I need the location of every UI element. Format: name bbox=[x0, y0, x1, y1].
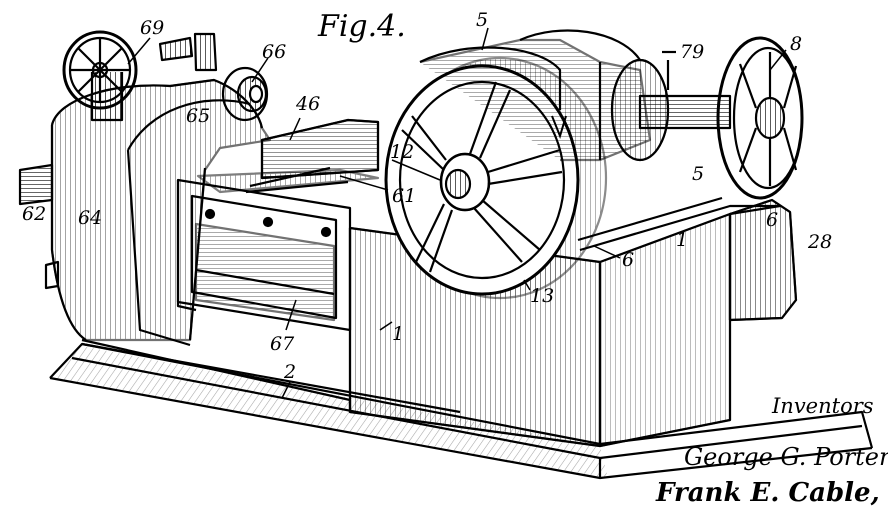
label-1-right: 1 bbox=[676, 229, 688, 251]
bearing-66 bbox=[221, 66, 269, 122]
figure-title: Fig.4. bbox=[317, 9, 406, 44]
label-6-front: 6 bbox=[622, 249, 634, 271]
front-door-67 bbox=[176, 178, 352, 332]
label-62: 62 bbox=[22, 203, 46, 225]
rotation-arrow-icon bbox=[551, 115, 567, 140]
label-12: 12 bbox=[390, 141, 414, 163]
leader-lines bbox=[127, 27, 787, 399]
reference-numerals: 5 69 66 79 8 46 65 12 5 61 62 64 6 28 1 … bbox=[22, 9, 832, 383]
label-5-top: 5 bbox=[476, 9, 488, 31]
label-64: 64 bbox=[78, 207, 102, 229]
label-79: 79 bbox=[680, 41, 704, 63]
label-46: 46 bbox=[295, 93, 320, 115]
label-67: 67 bbox=[270, 333, 295, 355]
label-2: 2 bbox=[283, 361, 296, 383]
label-69: 69 bbox=[140, 17, 164, 39]
inventor-name: George G. Porter bbox=[684, 443, 888, 471]
inventors-heading: Inventors bbox=[772, 394, 874, 418]
label-1-front: 1 bbox=[392, 323, 404, 345]
gear-housing bbox=[728, 198, 798, 322]
handwheel-69 bbox=[62, 30, 218, 122]
label-13: 13 bbox=[530, 285, 554, 307]
label-66: 66 bbox=[262, 41, 286, 63]
base-plate bbox=[49, 342, 874, 480]
left-housing bbox=[18, 78, 272, 347]
label-28: 28 bbox=[807, 231, 832, 253]
cutter-assembly bbox=[196, 118, 380, 194]
inventor-name: Frank E. Cable, bbox=[656, 478, 880, 508]
label-65: 65 bbox=[186, 105, 210, 127]
label-6-right: 6 bbox=[766, 209, 778, 231]
handwheel-8 bbox=[716, 36, 804, 200]
label-61: 61 bbox=[392, 185, 416, 207]
rear-drum bbox=[419, 29, 732, 162]
label-5-right: 5 bbox=[692, 163, 704, 185]
label-8: 8 bbox=[790, 33, 802, 55]
